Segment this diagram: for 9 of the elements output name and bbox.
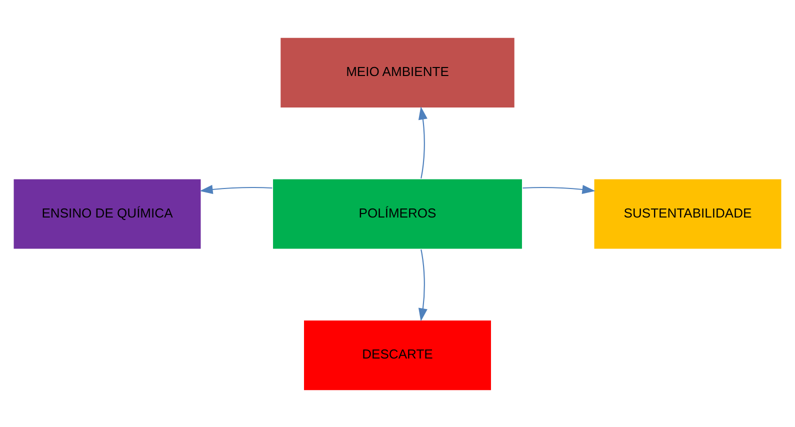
node-box: MEIO AMBIENTE [280, 36, 516, 108]
arrow [418, 248, 428, 321]
arrow [418, 106, 428, 178]
arrow [522, 184, 596, 194]
arrow [200, 184, 272, 194]
node-box: DESCARTE [302, 318, 492, 391]
node-box: ENSINO DE QUÍMICA [12, 178, 202, 250]
node-box: POLÍMEROS [272, 178, 524, 250]
node-box: SUSTENTABILIDADE [593, 178, 782, 250]
